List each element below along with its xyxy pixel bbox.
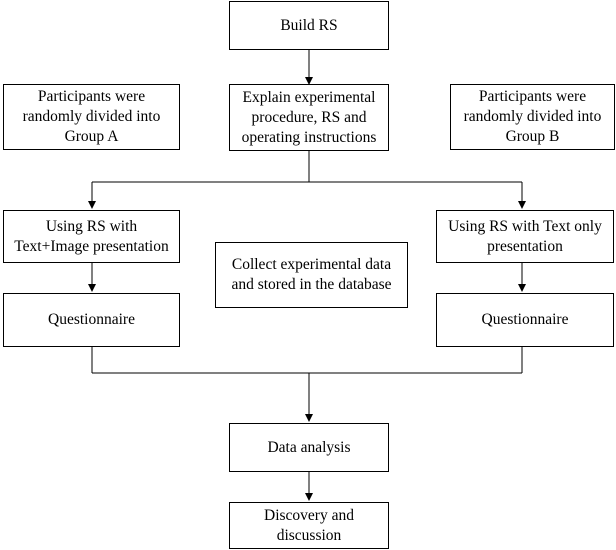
questionnaire-a-box: Questionnaire xyxy=(3,293,180,347)
questionnaire-b-box: Questionnaire xyxy=(436,293,614,347)
explain-box: Explain experimental procedure, RS and o… xyxy=(229,84,389,151)
discovery-box: Discovery and discussion xyxy=(229,502,389,549)
build-rs-box: Build RS xyxy=(229,1,389,50)
using-text-only-box: Using RS with Text only presentation xyxy=(436,210,614,263)
collect-data-box: Collect experimental data and stored in … xyxy=(215,242,408,308)
questionnaire-b-label: Questionnaire xyxy=(481,311,569,328)
collect-data-label: Collect experimental data and stored in … xyxy=(231,256,392,293)
group-b-label: Participants were randomly divided into … xyxy=(463,88,602,145)
data-analysis-label: Data analysis xyxy=(267,438,351,456)
using-text-image-label: Using RS with Text+Image presentation xyxy=(14,217,169,255)
explain-label: Explain experimental procedure, RS and o… xyxy=(241,88,377,146)
group-b-box: Participants were randomly divided into … xyxy=(450,84,615,150)
data-analysis-box: Data analysis xyxy=(229,423,389,472)
using-text-only-label: Using RS with Text only presentation xyxy=(448,217,602,255)
group-a-box: Participants were randomly divided into … xyxy=(3,84,180,150)
build-rs-label: Build RS xyxy=(280,16,338,34)
questionnaire-a-label: Questionnaire xyxy=(48,311,135,328)
group-a-label: Participants were randomly divided into … xyxy=(22,88,161,145)
discovery-label: Discovery and discussion xyxy=(264,506,354,544)
using-text-image-box: Using RS with Text+Image presentation xyxy=(3,210,180,263)
